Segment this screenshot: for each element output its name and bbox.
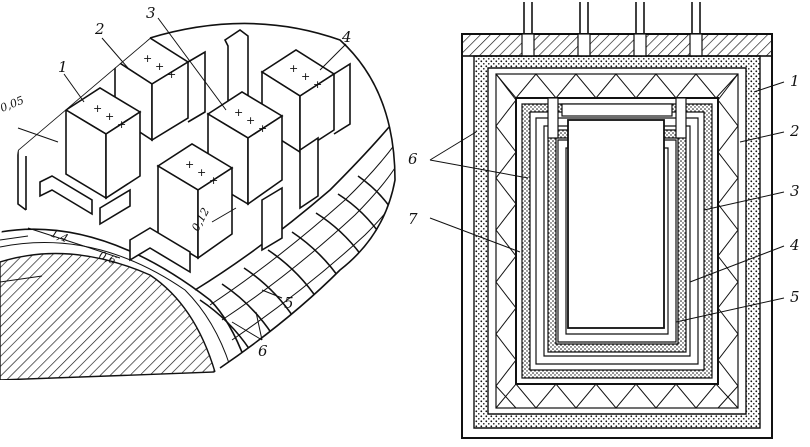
svg-text:+: + (197, 166, 206, 179)
base-plane-edge (194, 119, 395, 291)
svg-text:+: + (167, 68, 176, 81)
label-4: 4 (341, 28, 352, 46)
svg-text:+: + (246, 114, 255, 127)
svg-text:+: + (143, 52, 152, 65)
center-cavity (567, 119, 665, 329)
label-2: 2 (94, 20, 105, 38)
right-label-2: 2 (789, 122, 800, 140)
conductor-strip-folds (17, 37, 319, 274)
label-6: 6 (258, 342, 268, 360)
right-label-6: 6 (408, 150, 418, 168)
svg-text:+: + (155, 60, 164, 73)
svg-text:+: + (209, 174, 218, 187)
base-plane-line-2 (221, 159, 395, 321)
zigzag-filler (495, 73, 739, 409)
left-cutaway-figure: + + + + + + + + + + + + + + + (0, 4, 396, 380)
top-cap-hatched (461, 33, 773, 57)
svg-text:+: + (258, 122, 267, 135)
svg-text:+: + (313, 78, 322, 91)
dimension-0-05: 0,05 (0, 94, 26, 115)
right-leaders (429, 81, 785, 323)
outer-insulation-layer (473, 55, 761, 429)
svg-text:+: + (117, 118, 126, 131)
conductor-block-1 (64, 87, 142, 200)
svg-text:+: + (289, 62, 298, 75)
substrate-top-edge (0, 228, 246, 361)
cutaway-outline (149, 22, 396, 369)
right-cross-section-figure: 1 2 3 4 5 6 7 (408, 2, 800, 439)
right-label-7: 7 (408, 210, 418, 228)
svg-text:+: + (93, 102, 102, 115)
dimension-1-4: 1,4 (49, 227, 70, 246)
plus-signs: + + + + + + + + + + + + + + + (93, 52, 322, 187)
substrate-hatched (0, 252, 216, 380)
svg-text:+: + (301, 70, 310, 83)
left-leaders (0, 17, 347, 341)
conductor-block-front (156, 143, 234, 260)
dimension-0-6: 0,6 (97, 249, 118, 268)
base-plane-line-1 (209, 139, 395, 306)
label-5: 5 (284, 294, 294, 312)
svg-text:+: + (234, 106, 243, 119)
inner-lead-channels (547, 97, 687, 139)
right-label-1: 1 (790, 72, 800, 90)
svg-text:+: + (185, 158, 194, 171)
right-label-4: 4 (789, 236, 800, 254)
zigzag-boundary (495, 73, 739, 409)
conductor-array (0, 29, 395, 380)
right-label-5: 5 (790, 288, 800, 306)
svg-text:+: + (105, 110, 114, 123)
label-1: 1 (58, 58, 68, 76)
label-3: 3 (146, 4, 156, 22)
substrate-layer-line (0, 242, 231, 367)
right-label-3: 3 (790, 182, 800, 200)
